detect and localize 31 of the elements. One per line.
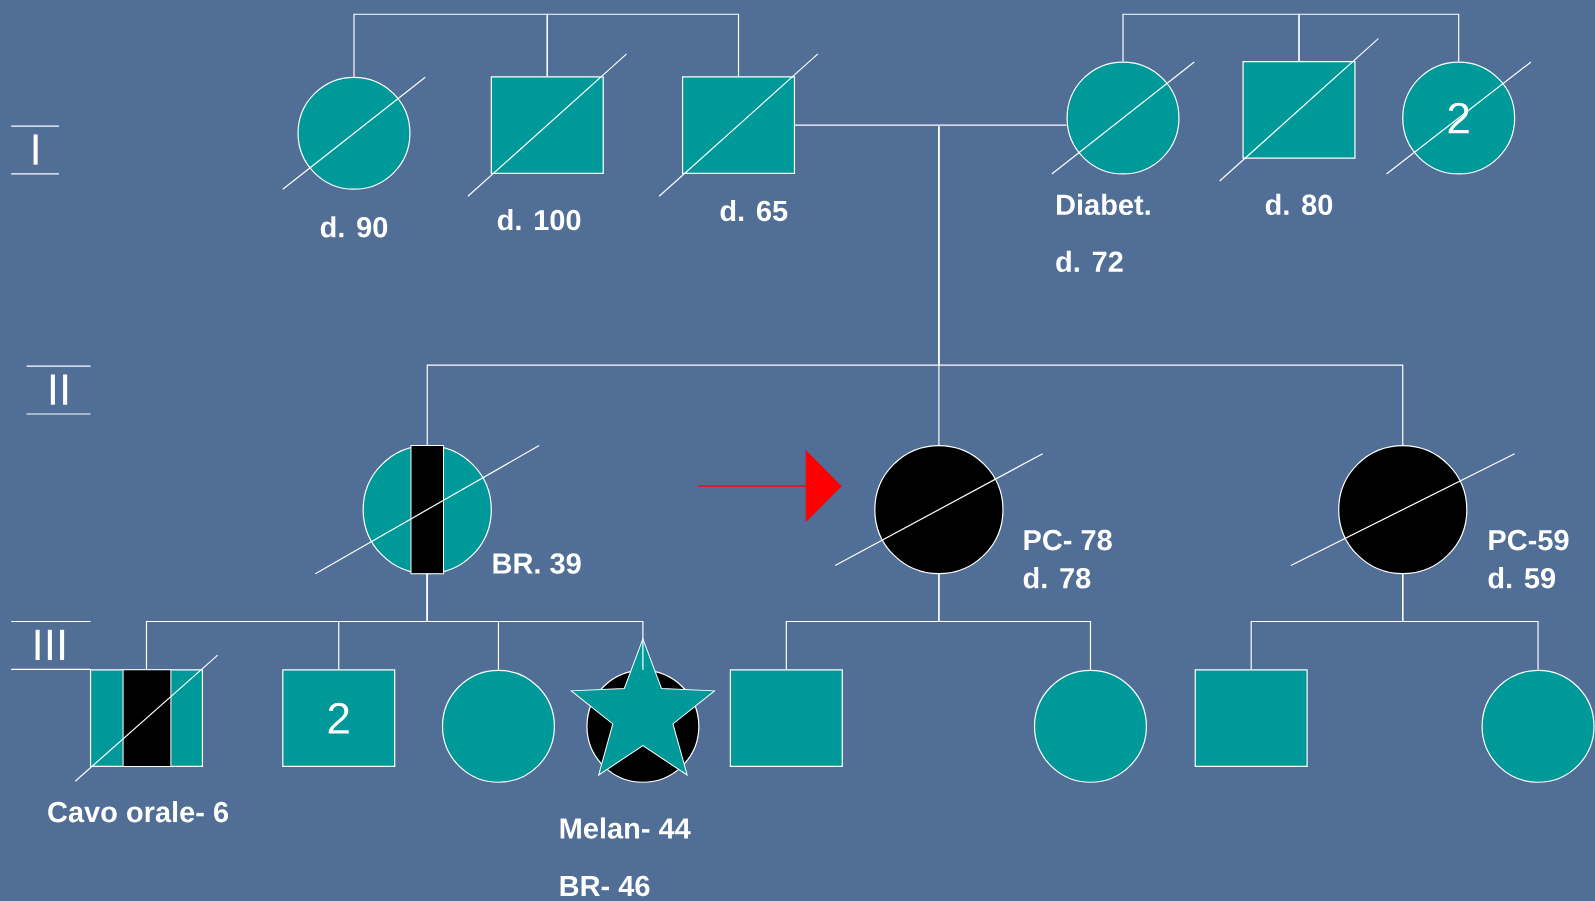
generation-label: II [25,365,92,415]
pedigree-line [938,573,1092,671]
caption-text: PC-59 [1489,529,1569,551]
caption-text: PC- 78 [1024,529,1112,551]
pedigree-line [353,13,548,78]
caption-text: d. 80 [1265,193,1333,216]
generation-label: I [10,125,60,175]
caption-text: Melan- 44 [560,817,691,839]
pedigree-circle [1481,669,1595,783]
caption-text: BR- 46 [560,875,650,897]
pedigree-line [1402,573,1539,671]
generation-label: III [10,620,92,670]
pedigree-circle [1033,669,1147,783]
pedigree-square: 2 [282,669,396,768]
caption-text: d. 72 [1056,250,1123,273]
pedigree-circle [441,669,555,783]
pedigree-square [729,669,843,768]
pedigree-line [1298,13,1460,63]
pedigree-line [546,13,740,77]
pedigree-line [938,125,1404,446]
caption-text: d. 90 [320,216,388,238]
caption-text: Cavo orale- 6 [48,801,229,823]
pedigree-line [794,124,1068,126]
caption-text: d. 78 [1023,567,1091,589]
caption-text: d. 59 [1488,567,1556,589]
caption-text: BR. 39 [493,553,581,574]
pedigree-line [1122,13,1300,63]
caption-text: Diabet. [1057,193,1150,216]
pedigree-square [1194,669,1308,768]
caption-text: d. 100 [497,209,581,231]
caption-text: d. 65 [720,199,788,222]
